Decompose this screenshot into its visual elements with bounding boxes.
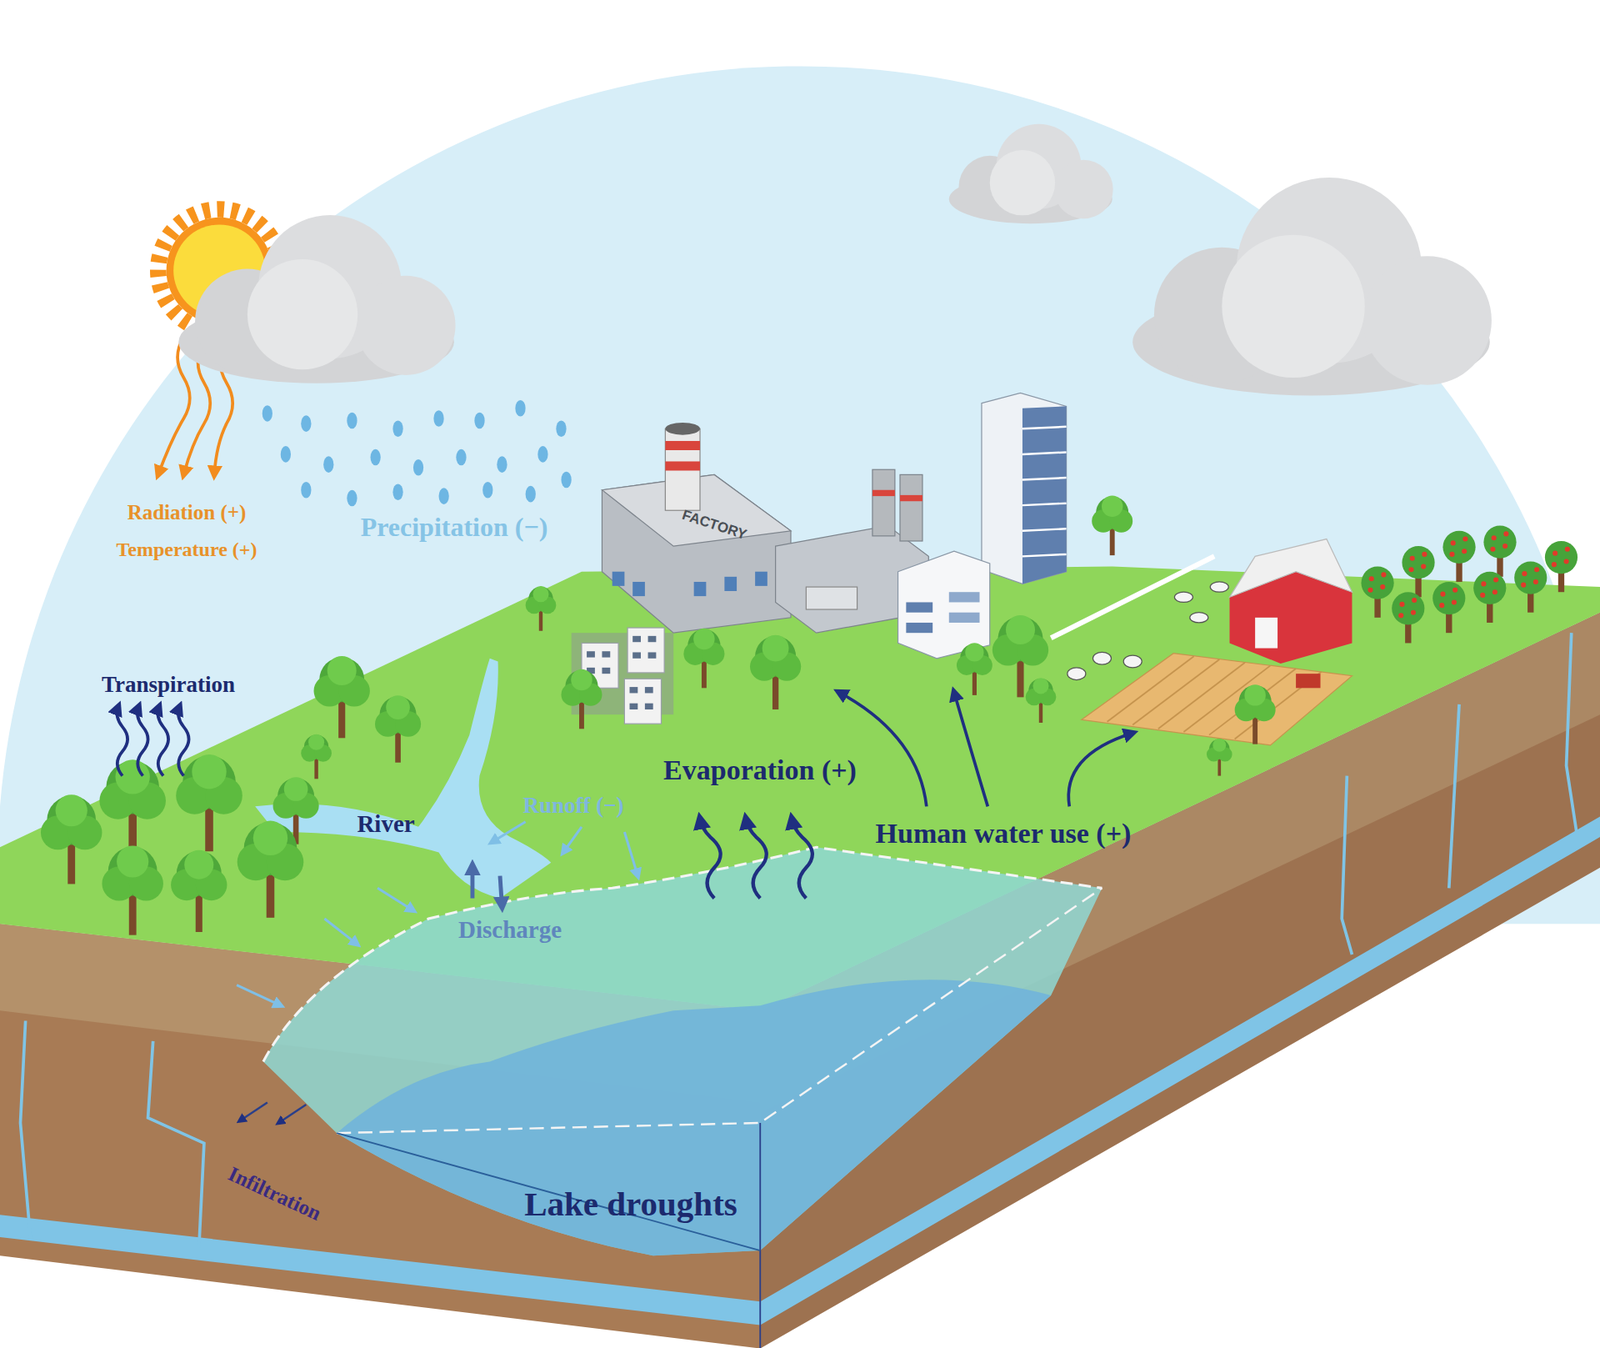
factory: [601, 422, 791, 633]
apartment: [624, 678, 661, 724]
barn: [1230, 539, 1353, 664]
climate-factor: Radiation (+): [127, 500, 247, 525]
block-edge: [759, 1122, 761, 1348]
process-label: Discharge: [458, 916, 562, 944]
process-label: Runoff (−): [522, 793, 624, 819]
lake-edge: [336, 1132, 760, 1250]
precipitation-label: Precipitation (−): [360, 512, 549, 542]
climate-factor: Temperature (+): [116, 538, 258, 560]
process-label: Evaporation (+): [663, 754, 857, 785]
transpiration-arrows: [116, 705, 189, 775]
runoff-arrows: [236, 821, 638, 1005]
infiltration-arrows: [240, 1101, 307, 1122]
lake-water: [336, 979, 1051, 1255]
office-building: [898, 550, 990, 659]
lake-title: Lake droughts: [524, 1185, 738, 1223]
water-body-label: River: [356, 810, 415, 838]
tractor: [1295, 673, 1320, 688]
raindrops: [262, 400, 572, 506]
fence: [1050, 555, 1215, 638]
human-water-use-arrows: [839, 691, 1134, 806]
trees: [40, 495, 1578, 935]
discharge-arrows: [472, 865, 503, 906]
cloud: [1132, 177, 1492, 395]
lake-normal-level: [336, 887, 1102, 1133]
apartment: [627, 627, 665, 673]
office-tower: [981, 392, 1067, 584]
process-label: Human water use (+): [875, 817, 1132, 849]
field: [1081, 653, 1352, 745]
lake-surface: [263, 846, 1103, 1255]
cloud: [178, 215, 455, 384]
evaporation-arrows: [700, 818, 813, 899]
animals: [1067, 581, 1229, 680]
cloud: [949, 124, 1114, 225]
process-label: Transpiration: [101, 672, 235, 698]
lake-normal-shoreline: [263, 846, 1103, 1061]
field-rows: [1107, 655, 1322, 739]
